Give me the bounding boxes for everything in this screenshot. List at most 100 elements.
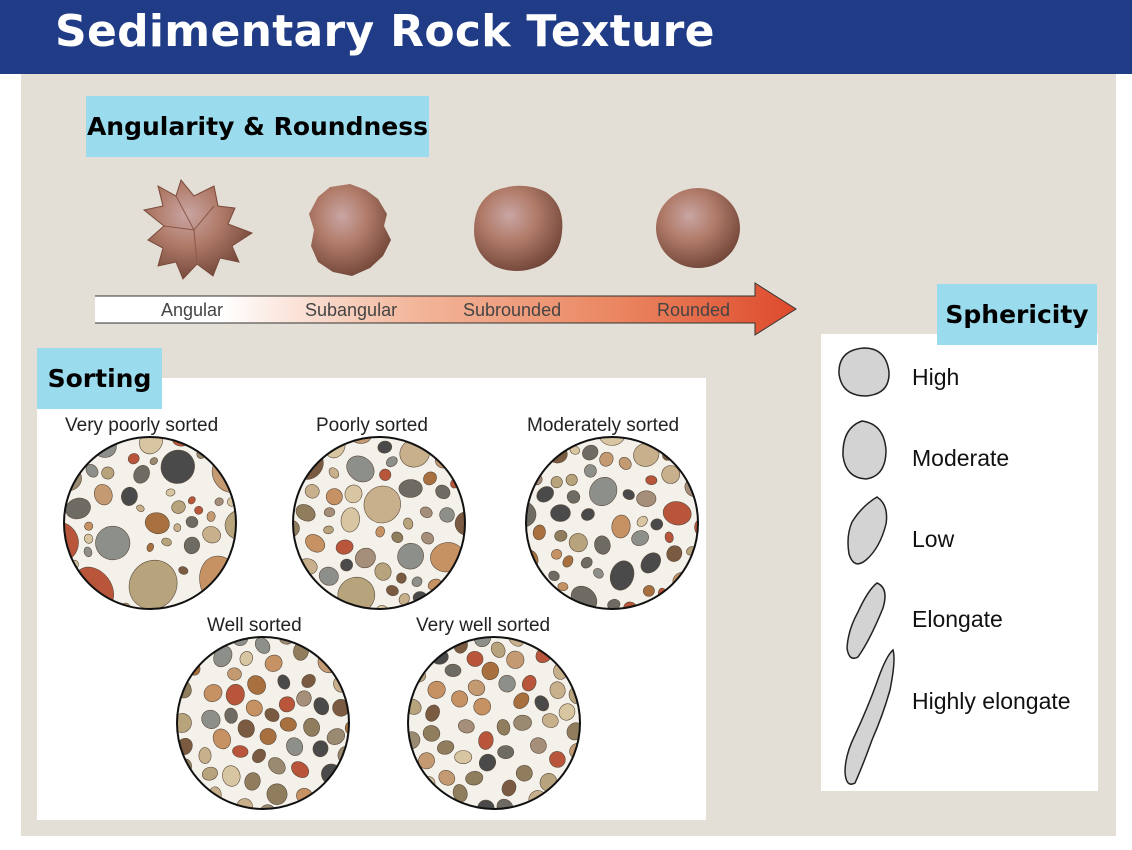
pebble	[127, 453, 140, 465]
sphericity-heading: Sphericity	[937, 284, 1097, 345]
pebble	[444, 663, 462, 677]
pebble	[173, 523, 182, 532]
pebble	[549, 681, 566, 699]
pebble	[550, 476, 563, 489]
rounded-grain	[656, 188, 740, 268]
pebble	[496, 798, 514, 809]
pebble	[473, 697, 491, 716]
rounded-label: Rounded	[657, 300, 731, 320]
pebble	[183, 536, 200, 555]
pebble	[185, 516, 199, 528]
pebble	[550, 504, 571, 522]
pebble	[194, 505, 204, 515]
pebble	[694, 518, 698, 537]
pebble	[85, 463, 99, 478]
sorting-circle	[407, 636, 581, 810]
moderate-label: Moderate	[912, 445, 1010, 471]
pebble	[451, 690, 468, 708]
pebble	[478, 731, 494, 750]
subrounded-label: Subrounded	[463, 300, 562, 320]
pebble	[513, 692, 530, 709]
pebble	[65, 497, 91, 520]
pebble	[467, 679, 486, 696]
pebble	[214, 497, 224, 506]
pebble	[340, 558, 353, 572]
pebble	[379, 468, 392, 481]
pebble	[245, 699, 263, 717]
pebble	[375, 526, 385, 538]
pebble	[313, 697, 330, 716]
pebble	[438, 769, 456, 786]
pebble	[452, 784, 468, 803]
pebble	[490, 641, 506, 658]
pebble	[278, 696, 296, 713]
pebble	[662, 501, 692, 526]
pebble	[202, 526, 221, 544]
pebble	[165, 488, 176, 497]
pebble	[565, 473, 578, 486]
low-sphericity-shape	[847, 496, 888, 565]
pebble	[84, 533, 94, 544]
pebble	[645, 475, 658, 486]
pebble	[465, 771, 484, 786]
pebble	[521, 675, 537, 692]
pebble	[506, 650, 525, 669]
pebble	[121, 486, 138, 506]
pebble	[247, 675, 266, 695]
pebble	[496, 719, 511, 736]
pebble	[139, 437, 163, 455]
pebble	[423, 471, 437, 486]
low-label: Low	[912, 526, 955, 552]
pebble	[478, 753, 497, 772]
pebble	[291, 761, 310, 778]
pebble	[391, 531, 404, 543]
pebble	[515, 764, 533, 782]
pebble	[264, 708, 280, 722]
pebble	[232, 745, 249, 758]
page-title: Sedimentary Rock Texture	[55, 6, 715, 57]
pebble	[554, 529, 568, 542]
pebble	[312, 740, 329, 758]
pebble	[303, 717, 320, 737]
pebble	[557, 582, 569, 592]
pebble	[296, 690, 312, 707]
pebble	[93, 483, 113, 506]
pebble	[501, 779, 517, 797]
pebble	[304, 484, 320, 499]
angular-grain	[142, 178, 254, 280]
pebble	[536, 486, 554, 503]
pebble	[582, 444, 599, 461]
pebble	[128, 559, 178, 609]
moderate-sphericity-shape	[842, 420, 887, 480]
pebble	[396, 572, 407, 584]
sorting-circle	[292, 436, 466, 610]
well-sorted-label: Well sorted	[207, 615, 302, 636]
pebble	[161, 537, 172, 547]
pebble	[666, 545, 683, 562]
pebble	[227, 667, 242, 681]
pebble	[420, 506, 433, 518]
angular-label: Angular	[161, 300, 224, 320]
pebble	[611, 514, 631, 539]
pebble	[264, 654, 283, 672]
pebble	[466, 650, 484, 667]
pebble	[266, 783, 288, 805]
pebble	[377, 440, 393, 454]
pebble	[160, 449, 195, 484]
pebble	[136, 504, 145, 512]
pebble	[397, 543, 424, 570]
poorly-sorted-label: Poorly sorted	[316, 415, 428, 436]
pebble	[568, 533, 588, 553]
pebble	[643, 585, 655, 597]
pebble	[594, 535, 611, 555]
pebble	[344, 484, 363, 504]
highly-elongate-label: Highly elongate	[912, 688, 1071, 714]
pebble	[530, 737, 547, 754]
high-sphericity-shape	[838, 347, 890, 397]
subangular-label: Subangular	[305, 300, 398, 320]
pebble	[481, 661, 499, 681]
pebble	[558, 703, 576, 721]
pebble	[661, 465, 681, 484]
pebble	[650, 518, 664, 531]
